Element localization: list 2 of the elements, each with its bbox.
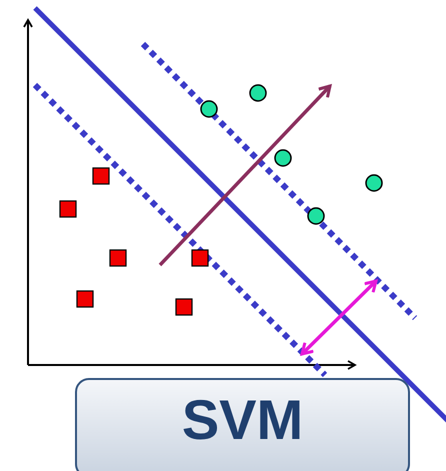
title-box xyxy=(75,378,410,471)
title-text: SVM xyxy=(182,390,304,450)
